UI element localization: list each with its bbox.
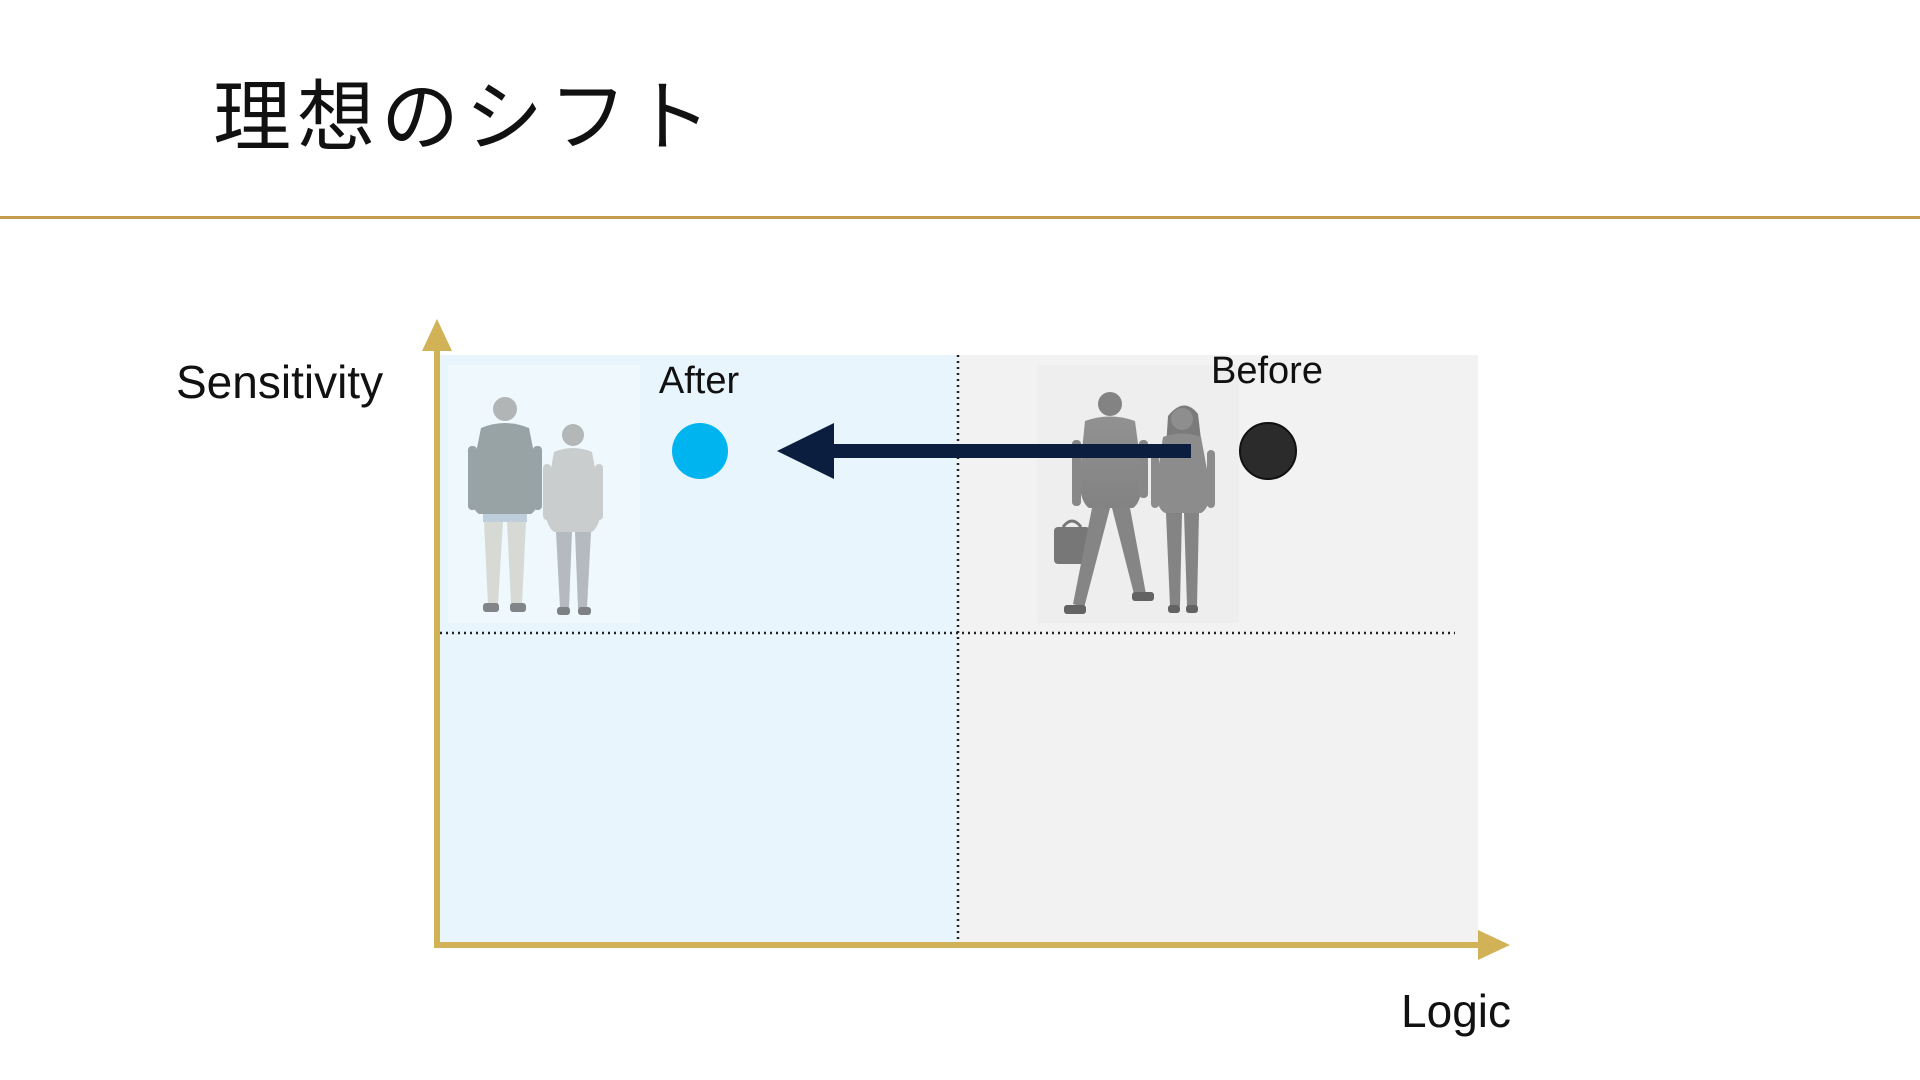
before-point bbox=[1239, 422, 1297, 480]
shift-arrow-head bbox=[777, 423, 834, 479]
x-axis-arrowhead bbox=[1478, 930, 1510, 960]
title-divider bbox=[0, 216, 1920, 219]
x-axis-label: Logic bbox=[1401, 985, 1511, 1037]
after-label: After bbox=[659, 360, 740, 402]
y-axis-arrowhead bbox=[422, 319, 452, 351]
shift-arrow-shaft bbox=[825, 444, 1191, 458]
before-label: Before bbox=[1211, 350, 1323, 392]
after-point bbox=[672, 423, 728, 479]
slide-title: 理想のシフト bbox=[213, 73, 718, 163]
business-couple-icon bbox=[1037, 365, 1239, 623]
elderly-couple-icon bbox=[448, 365, 640, 623]
y-axis-label: Sensitivity bbox=[176, 356, 383, 408]
